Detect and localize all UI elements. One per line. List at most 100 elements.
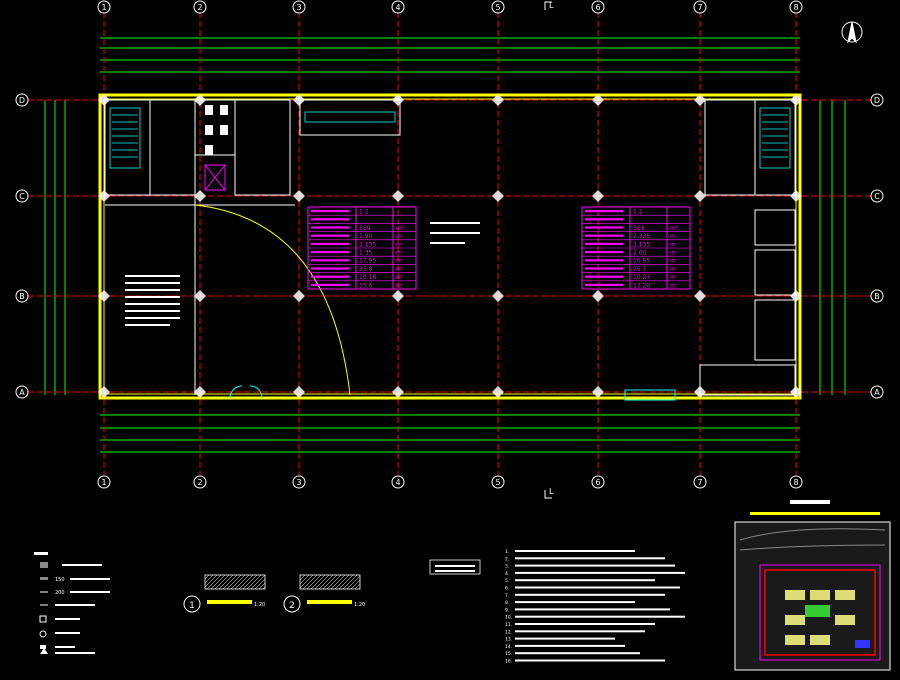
table-right-row-label-stub (585, 210, 623, 213)
table-left-row-unit: m (396, 233, 402, 240)
column-7C (694, 190, 706, 202)
section-mark-top: L (549, 1, 554, 10)
table-right-row-label-stub (585, 242, 623, 245)
table-left-row-value: 2.135 (359, 241, 376, 248)
axis-label-B-right: B (874, 292, 880, 301)
axis-label-5-bottom: 5 (495, 478, 500, 487)
axis-bubble-B-right (870, 289, 884, 303)
table-left-row-label-stub (311, 251, 349, 254)
column-grid-lines (103, 12, 797, 475)
arc-curve (194, 204, 351, 396)
column-4B (392, 290, 404, 302)
axis-label-8-top: 8 (793, 3, 798, 12)
axis-bubble-4-bottom (391, 475, 405, 489)
axis-label-7-bottom: 7 (697, 478, 702, 487)
axis-bubble-3-bottom (292, 475, 306, 489)
column-7D (694, 94, 706, 106)
note-number: 16. (505, 659, 512, 665)
legend: 150 200 (34, 552, 110, 654)
column-3C (293, 190, 305, 202)
reception-counter (299, 99, 401, 136)
note-line-stub (515, 601, 635, 604)
axis-bubble-8-top (789, 0, 803, 14)
axis-bubble-C-left (15, 189, 29, 203)
column-1D (98, 94, 110, 106)
column-7B (694, 290, 706, 302)
legend-150-label: 150 (55, 577, 65, 583)
axis-label-4-bottom: 4 (395, 478, 400, 487)
table-right-row-label-stub (585, 267, 623, 270)
column-5A (492, 386, 504, 398)
table-right-row-value: 2.335 (633, 233, 650, 240)
note-number: 6. (505, 586, 509, 592)
exterior-walls (98, 93, 802, 400)
table-left-row-label-stub (311, 218, 349, 221)
axis-label-A-right: A (874, 388, 880, 397)
detail-2-number: 2 (289, 601, 295, 611)
detail-1-scale: 1:20 (254, 602, 265, 608)
table-right-row-label-stub (585, 226, 623, 229)
table-left-row-label-stub (311, 275, 349, 278)
annotation-text-blocks (125, 222, 480, 326)
axis-label-2-top: 2 (197, 3, 202, 12)
column-3B (293, 290, 305, 302)
column-8A (790, 386, 802, 398)
axis-label-3-top: 3 (296, 3, 301, 12)
table-left-row-value: 1.35 (359, 250, 373, 257)
site-plan-inset (734, 500, 891, 671)
table-left-row-unit: m (396, 274, 402, 281)
axis-bubble-6-bottom (591, 475, 605, 489)
side-dimension-chains (44, 100, 846, 395)
north-arrow-icon (841, 21, 863, 44)
table-right-row-value: 1.2 (633, 209, 643, 216)
shaft-box (204, 164, 226, 191)
note-number: 13. (505, 637, 512, 643)
table-right-row-unit: m (670, 258, 676, 265)
column-4D (392, 94, 404, 106)
note-line-stub (515, 644, 625, 647)
column-5B (492, 290, 504, 302)
table-left-row-value: 1.2 (359, 209, 369, 216)
column-4C (392, 190, 404, 202)
table-left-row-value: 17.95 (359, 258, 376, 265)
axis-label-5-top: 5 (495, 3, 500, 12)
axis-bubble-C-right (870, 189, 884, 203)
note-line-stub (515, 571, 685, 574)
table-left-row-unit: m (396, 250, 402, 257)
note-number: 1. (505, 549, 509, 555)
row-grid-lines (28, 99, 875, 393)
axis-label-4-top: 4 (395, 3, 400, 12)
axis-label-D-left: D (19, 96, 25, 105)
table-right-row-unit: m² (670, 225, 679, 232)
note-line-stub (515, 623, 655, 625)
axis-bubble-6-top (591, 0, 605, 14)
table-left-row-value: 15.6 (359, 282, 373, 289)
note-line-stub (515, 608, 670, 611)
table-left-row-unit: m (396, 266, 402, 273)
note-number: 5. (505, 578, 509, 584)
table-right-row-label-stub (585, 218, 623, 221)
column-5D (492, 94, 504, 106)
detail-section-1: 1 1:20 (183, 574, 266, 613)
axis-bubble-7-bottom (693, 475, 707, 489)
axis-label-6-top: 6 (595, 3, 600, 12)
column-2C (194, 190, 206, 202)
table-right-row-unit: m (670, 274, 676, 281)
note-number: 14. (505, 644, 512, 650)
note-line-stub (515, 637, 615, 640)
table-right-row-value: 511 (633, 225, 645, 232)
axis-bubble-4-top (391, 0, 405, 14)
axis-bubble-5-top (491, 0, 505, 14)
axis-bubble-B-left (15, 289, 29, 303)
axis-bubble-2-bottom (193, 475, 207, 489)
axis-bubble-1-top (97, 0, 111, 14)
bottom-dimension-chains (100, 414, 800, 453)
column-2A (194, 386, 206, 398)
table-left-row-label-stub (311, 234, 349, 237)
top-dimension-chains (100, 37, 800, 73)
note-number: 9. (505, 607, 509, 613)
table-left-row-label-stub (311, 210, 349, 213)
table-right-row-value: 17.20 (633, 282, 650, 289)
section-marks (544, 1, 552, 499)
